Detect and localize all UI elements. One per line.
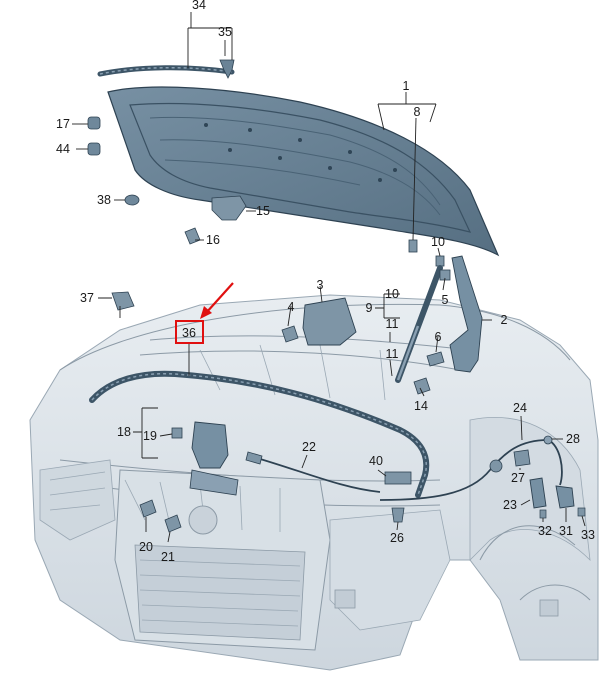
part-label-highlighted: 36	[182, 326, 196, 340]
bump-stop-44	[87, 142, 101, 156]
part-label: 1	[403, 79, 410, 93]
part-label: 11	[386, 317, 399, 331]
part-label: 5	[442, 293, 449, 307]
part-label: 44	[56, 142, 70, 156]
clip-part-26	[391, 507, 405, 523]
part-label: 15	[256, 204, 270, 218]
part-label: 35	[218, 25, 232, 39]
leader-lines	[72, 12, 586, 543]
hood-hinge-2	[449, 255, 483, 373]
part-label: 22	[302, 440, 316, 454]
part-label: 18	[117, 425, 131, 439]
mount-27	[513, 449, 531, 467]
part-label: 16	[206, 233, 220, 247]
part-label: 11	[386, 347, 399, 361]
ball-stud-10	[435, 255, 445, 267]
bolt-6	[426, 351, 445, 367]
part-label: 20	[139, 540, 153, 554]
hood-panel	[107, 86, 500, 257]
part-label: 19	[143, 429, 157, 443]
bolt-4	[281, 325, 299, 343]
bracket-3	[302, 297, 357, 346]
clip-part-37	[111, 291, 135, 311]
part-label: 2	[501, 313, 508, 327]
part-label: 38	[97, 193, 111, 207]
part-labels: 34 35 1 8 17 44 38 15 16 10 37 3 4 9 10 …	[56, 0, 595, 564]
highlight-marker	[175, 282, 234, 344]
screw-32	[539, 509, 547, 519]
part-label: 28	[566, 432, 580, 446]
part-label: 40	[369, 454, 383, 468]
grommet-38	[124, 194, 140, 206]
part-label: 17	[56, 117, 70, 131]
part-label: 26	[390, 531, 404, 545]
bolt-16	[184, 227, 201, 245]
part-label: 27	[511, 471, 525, 485]
highlight-box	[175, 320, 204, 344]
striker-15	[211, 195, 247, 221]
release-handle-31	[555, 485, 575, 509]
part-label: 31	[559, 524, 573, 538]
part-label: 8	[414, 105, 421, 119]
part-label: 3	[317, 278, 324, 292]
part-label: 10	[431, 235, 445, 249]
release-cable-24	[379, 439, 563, 501]
part-label: 10	[385, 287, 399, 301]
part-label: 32	[538, 524, 552, 538]
part-label: 24	[513, 401, 527, 415]
bump-stop-17	[87, 116, 101, 130]
part-label: 6	[435, 330, 442, 344]
vehicle-front-body	[29, 294, 599, 671]
bolt-20	[139, 499, 157, 518]
part-label: 33	[581, 528, 595, 542]
clip-33	[577, 507, 586, 517]
part-label: 23	[503, 498, 517, 512]
part-label: 9	[366, 301, 373, 315]
release-lever-23	[529, 477, 547, 509]
bolt-21	[164, 514, 182, 533]
red-arrow-icon	[205, 282, 234, 314]
bolt-14	[413, 377, 431, 395]
part-label: 37	[80, 291, 94, 305]
part-label: 21	[161, 550, 175, 564]
release-cable-22	[249, 455, 381, 493]
part-label: 34	[192, 0, 206, 12]
hood-lock-19	[191, 421, 229, 469]
part-label: 4	[288, 300, 295, 314]
ball-stud-8	[408, 239, 418, 253]
cable-holder-40	[384, 471, 412, 485]
part-label: 14	[414, 399, 428, 413]
